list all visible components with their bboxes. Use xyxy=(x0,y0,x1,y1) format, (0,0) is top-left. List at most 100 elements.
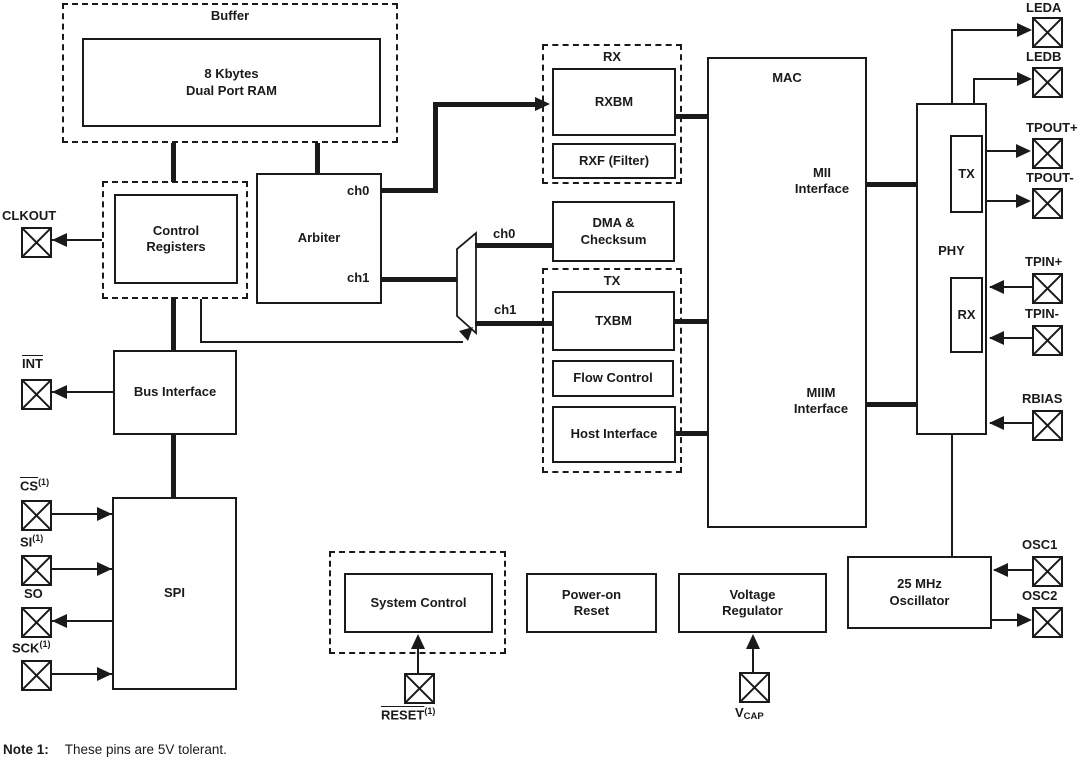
leda-pin-label: LEDA xyxy=(1026,0,1062,15)
rbias-pin-icon xyxy=(1032,410,1063,441)
tx-group-box: TX xyxy=(542,268,682,473)
arbiter-ch0-label: ch0 xyxy=(347,183,370,198)
channel-mux xyxy=(456,231,477,341)
clkout-pin-icon xyxy=(21,227,52,258)
footnote-prefix: Note 1: xyxy=(3,742,49,757)
wire-buffer-to-control-registers xyxy=(171,143,176,182)
txbm-block: TXBM xyxy=(552,291,675,351)
bus-interface-label: Bus Interface xyxy=(133,384,217,400)
so-pin-label: SO xyxy=(24,586,43,601)
power-on-reset-line1: Power-on xyxy=(561,586,622,602)
wire-mux-select-run xyxy=(200,341,463,343)
tpout-plus-pin-icon xyxy=(1032,138,1063,169)
sck-pin-label: SCK(1) xyxy=(12,639,51,656)
phy-rx-label: RX xyxy=(957,306,976,322)
cs-pin-label: CS(1) xyxy=(20,477,50,494)
wire-mux-select-drop xyxy=(200,299,202,343)
power-on-reset-line2: Reset xyxy=(573,603,610,618)
clkout-pin-label: CLKOUT xyxy=(2,208,57,223)
cs-pin-icon xyxy=(21,500,52,531)
tpin-plus-pin-icon xyxy=(1032,273,1063,304)
flow-control-block: Flow Control xyxy=(552,360,674,397)
int-pin-icon xyxy=(21,379,52,410)
tpout-minus-pin-icon xyxy=(1032,188,1063,219)
wire-reset xyxy=(417,637,419,673)
wire-int xyxy=(52,391,113,393)
phy-rx-block: RX xyxy=(950,277,983,353)
footnote-text: These pins are 5V tolerant. xyxy=(64,742,227,757)
wire-sck xyxy=(51,673,112,675)
wire-control-registers-to-bus-interface xyxy=(171,297,176,351)
ledb-pin-label: LEDB xyxy=(1026,49,1062,64)
wire-vcap xyxy=(752,637,754,672)
mac-label: MAC xyxy=(772,70,802,85)
so-pin-icon xyxy=(21,607,52,638)
mux-select-arrowhead xyxy=(459,327,473,341)
arbiter-label: Arbiter xyxy=(297,230,341,246)
arrow-to-osc2-pin xyxy=(1017,613,1032,627)
reset-pin-icon xyxy=(404,673,435,704)
mac-mii-interface-label: MII Interface xyxy=(794,165,850,197)
wire-leda xyxy=(951,29,1026,31)
buffer-group-box: Buffer xyxy=(62,3,398,143)
arbiter-ch1-label: ch1 xyxy=(347,270,370,285)
power-on-reset-block: Power-on Reset xyxy=(526,573,657,633)
arrow-si-into-spi xyxy=(97,562,112,576)
ram-label-line2: Dual Port RAM xyxy=(186,82,277,98)
rxf-filter-label: RXF (Filter) xyxy=(578,152,650,168)
tpout-minus-pin-label: TPOUT- xyxy=(1026,170,1074,185)
voltage-regulator-line1: Voltage xyxy=(729,586,776,602)
control-registers-line2: Registers xyxy=(146,239,206,254)
mac-miim-interface-label: MIIM Interface xyxy=(793,385,849,417)
wire-phy-ledb-riser xyxy=(973,78,975,104)
arrow-vcap-into-voltage-regulator xyxy=(746,634,760,649)
oscillator-line2: Oscillator xyxy=(889,592,950,608)
phy-tx-block: TX xyxy=(950,135,983,213)
oscillator-block: 25 MHz Oscillator xyxy=(847,556,992,629)
footnote: Note 1: These pins are 5V tolerant. xyxy=(3,742,227,757)
wire-ch0-to-rxbm xyxy=(433,102,535,107)
phy-tx-label: TX xyxy=(958,165,975,181)
buffer-group-title: Buffer xyxy=(210,8,250,23)
spi-block: SPI xyxy=(112,497,237,690)
arrow-to-tpout-plus-pin xyxy=(1016,144,1031,158)
wire-arbiter-ch0-out xyxy=(382,188,438,193)
voltage-regulator-line2: Regulator xyxy=(722,603,783,618)
wire-mac-miim-to-phy xyxy=(866,402,917,407)
wire-phy-to-oscillator xyxy=(951,435,953,556)
wire-txbm-to-mac xyxy=(674,319,708,324)
vcap-pin-icon xyxy=(739,672,770,703)
mac-block: MAC xyxy=(707,57,867,528)
wire-so xyxy=(51,620,112,622)
dma-checksum-block: DMA & Checksum xyxy=(552,201,675,262)
wire-tpin-plus xyxy=(990,286,1032,288)
wire-tpout-minus xyxy=(987,200,1029,202)
dual-port-ram-block: 8 Kbytes Dual Port RAM xyxy=(82,38,381,127)
wire-osc1 xyxy=(994,569,1032,571)
wire-phy-leda-riser xyxy=(951,29,953,104)
osc2-pin-label: OSC2 xyxy=(1022,588,1058,603)
wire-mux-ch1-to-txbm xyxy=(475,321,552,326)
wire-clkout xyxy=(52,239,102,241)
arrow-sck-into-spi xyxy=(97,667,112,681)
arrow-osc1-into-oscillator xyxy=(993,563,1008,577)
tx-group-title: TX xyxy=(603,273,621,288)
wire-mac-mii-to-phy xyxy=(866,182,917,187)
arrow-to-clkout-pin xyxy=(52,233,67,247)
tpin-plus-pin-label: TPIN+ xyxy=(1025,254,1063,269)
arrow-tpin-plus-into-phy xyxy=(989,280,1004,294)
wire-host-interface-to-mac xyxy=(675,431,708,436)
wire-arbiter-ch1-to-mux xyxy=(382,277,457,282)
wire-tpin-minus xyxy=(990,337,1032,339)
rbias-pin-label: RBIAS xyxy=(1022,391,1063,406)
vcap-pin-label: VCAP xyxy=(735,705,764,722)
rxf-filter-block: RXF (Filter) xyxy=(552,143,676,179)
arrow-to-leda-pin xyxy=(1017,23,1032,37)
si-pin-label: SI(1) xyxy=(20,533,44,550)
reset-pin-label: RESET(1) xyxy=(381,706,436,723)
rxbm-block: RXBM xyxy=(552,68,676,136)
leda-pin-icon xyxy=(1032,17,1063,48)
wire-rxbm-to-mac xyxy=(675,114,708,119)
arrow-tpin-minus-into-phy xyxy=(989,331,1004,345)
